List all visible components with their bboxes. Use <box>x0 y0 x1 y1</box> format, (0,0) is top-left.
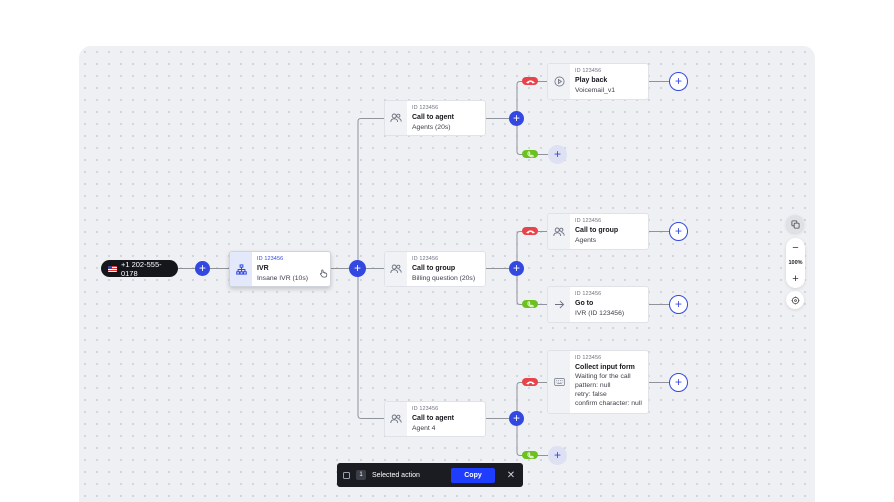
hand-pointer-icon <box>319 265 328 283</box>
copy-button[interactable]: Copy <box>451 467 495 483</box>
node-title: Play back <box>575 77 608 84</box>
add-branch-button[interactable]: + <box>509 411 524 426</box>
node-id: ID 123456 <box>412 256 439 262</box>
form-detail-line: pattern: null <box>575 382 611 389</box>
start-phone-number[interactable]: +1 202-555-0178 <box>101 259 178 278</box>
hangup-phone-icon <box>525 380 535 385</box>
ivr-hierarchy-icon <box>230 252 252 286</box>
us-flag-icon <box>108 265 117 272</box>
selected-count-badge: 1 <box>356 470 366 480</box>
add-step-button[interactable]: + <box>195 261 210 276</box>
ivr-node[interactable]: ID 123456 IVR Insane IVR (10s) <box>229 251 331 287</box>
node-title: IVR <box>257 265 269 272</box>
zoom-in-button[interactable]: + <box>792 272 799 285</box>
add-step-button[interactable]: + <box>669 373 688 392</box>
users-icon <box>385 252 407 286</box>
node-subtitle: IVR (ID 123456) <box>575 310 625 317</box>
call-to-agent-node[interactable]: ID 123456 Call to agent Agents (20s) <box>384 100 486 136</box>
zoom-control: − 100% + <box>786 238 805 288</box>
collect-input-form-node[interactable]: ID 123456 Collect input form Waiting for… <box>547 350 649 414</box>
node-id: ID 123456 <box>575 355 602 361</box>
node-id: ID 123456 <box>412 105 439 111</box>
node-id: ID 123456 <box>575 68 602 74</box>
answered-status-tag <box>522 300 538 308</box>
phone-icon <box>526 300 534 307</box>
add-branch-button[interactable]: + <box>509 261 524 276</box>
node-title: Go to <box>575 300 594 307</box>
add-step-button[interactable]: + <box>548 145 567 164</box>
node-subtitle: Voicemail_v1 <box>575 87 616 94</box>
form-detail-line: confirm character: null <box>575 400 642 407</box>
node-title: Call to group <box>412 265 456 272</box>
selected-action-label: Selected action <box>372 471 420 479</box>
busy-status-tag <box>522 77 538 85</box>
node-title: Call to agent <box>412 114 455 121</box>
form-detail-line: Waiting for the call <box>575 373 631 380</box>
copy-icon <box>790 219 800 229</box>
node-id: ID 123456 <box>575 218 602 224</box>
node-id: ID 123456 <box>257 256 284 262</box>
go-to-node[interactable]: ID 123456 Go to IVR (ID 123456) <box>547 286 649 323</box>
node-title: Call to group <box>575 227 619 234</box>
node-subtitle: Agents <box>575 237 597 244</box>
duplicate-button[interactable] <box>786 215 804 233</box>
node-subtitle: Agents (20s) <box>412 124 451 131</box>
call-to-agent-node[interactable]: ID 123456 Call to agent Agent 4 <box>384 401 486 437</box>
fit-view-button[interactable] <box>786 291 804 309</box>
select-all-checkbox[interactable] <box>343 471 350 479</box>
add-step-button[interactable]: + <box>669 222 688 241</box>
node-subtitle: Billing question (20s) <box>412 275 476 282</box>
form-detail-line: retry: false <box>575 391 607 398</box>
keyboard-icon <box>548 351 570 413</box>
answered-status-tag <box>522 451 538 459</box>
node-title: Call to agent <box>412 415 455 422</box>
users-icon <box>385 402 407 436</box>
add-step-button[interactable]: + <box>669 72 688 91</box>
users-icon <box>385 101 407 135</box>
add-branch-button[interactable]: + <box>349 260 366 277</box>
node-title: Collect input form <box>575 364 635 371</box>
add-step-button[interactable]: + <box>548 446 567 465</box>
focus-target-icon <box>790 295 800 305</box>
busy-status-tag <box>522 378 538 386</box>
selection-toolbar: 1 Selected action Copy ✕ <box>337 463 523 487</box>
zoom-out-button[interactable]: − <box>792 241 799 254</box>
phone-icon <box>526 150 534 157</box>
users-icon <box>548 214 570 249</box>
add-branch-button[interactable]: + <box>509 111 524 126</box>
call-to-group-node[interactable]: ID 123456 Call to group Billing question… <box>384 251 486 287</box>
node-subtitle: Agent 4 <box>412 425 436 432</box>
add-step-button[interactable]: + <box>669 295 688 314</box>
close-icon[interactable]: ✕ <box>506 469 516 481</box>
phone-number-label: +1 202-555-0178 <box>120 259 162 278</box>
call-to-group-node[interactable]: ID 123456 Call to group Agents <box>547 213 649 250</box>
play-back-node[interactable]: ID 123456 Play back Voicemail_v1 <box>547 63 649 100</box>
node-id: ID 123456 <box>412 406 439 412</box>
play-circle-icon <box>548 64 570 99</box>
zoom-level: 100% <box>788 260 803 266</box>
busy-status-tag <box>522 227 538 235</box>
node-subtitle: Insane IVR (10s) <box>257 275 308 282</box>
phone-icon <box>526 451 534 458</box>
answered-status-tag <box>522 150 538 158</box>
hangup-phone-icon <box>525 229 535 234</box>
hangup-phone-icon <box>525 79 535 84</box>
arrow-right-icon <box>548 287 570 322</box>
node-id: ID 123456 <box>575 291 602 297</box>
